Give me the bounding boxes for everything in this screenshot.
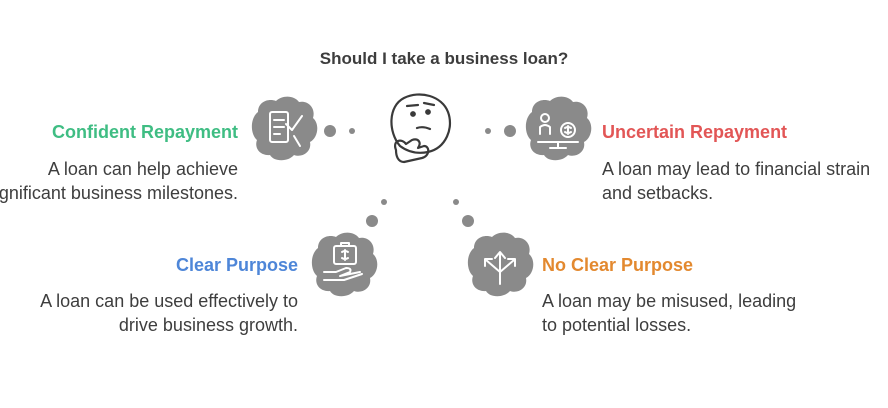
- uncertain-repayment-description: A loan may lead to financial strain and …: [602, 159, 871, 203]
- balance-scale-icon: [525, 96, 592, 161]
- clear-purpose-description: A loan can be used effectively to drive …: [40, 291, 298, 335]
- clear-purpose-heading: Clear Purpose: [175, 255, 298, 275]
- diagram-title: Should I take a business loan?: [319, 49, 569, 68]
- thinking-face-icon: [390, 93, 452, 164]
- money-hand-icon: [311, 232, 378, 297]
- diverging-arrows-icon: [467, 232, 534, 297]
- confident-repayment-description: A loan can help achieve significant busi…: [0, 159, 238, 203]
- confident-repayment-heading: Confident Repayment: [51, 122, 238, 142]
- uncertain-repayment-heading: Uncertain Repayment: [602, 122, 788, 142]
- connector-dots: [324, 125, 516, 227]
- dot-bl-small: [381, 199, 387, 205]
- dot-right-large: [504, 125, 516, 137]
- dot-left-small: [349, 128, 355, 134]
- dot-br-large: [462, 215, 474, 227]
- no-clear-purpose-description: A loan may be misused, leading to potent…: [542, 291, 797, 335]
- dot-br-small: [453, 199, 459, 205]
- checklist-icon: [251, 96, 318, 161]
- dot-left-large: [324, 125, 336, 137]
- dot-bl-large: [366, 215, 378, 227]
- no-clear-purpose-heading: No Clear Purpose: [542, 255, 694, 275]
- dot-right-small: [485, 128, 491, 134]
